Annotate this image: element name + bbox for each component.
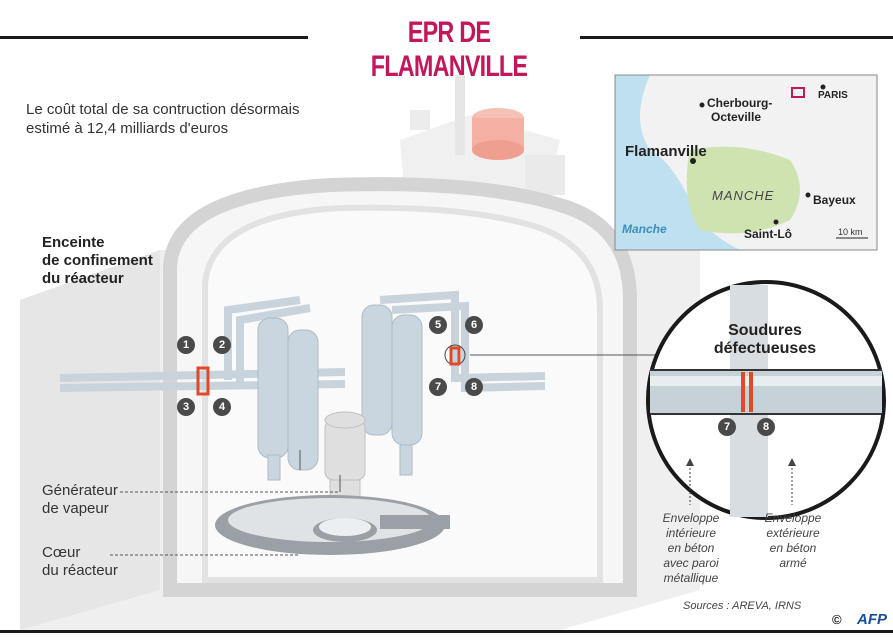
cost-note-line-2: estimé à 12,4 milliards d'euros [26,120,229,137]
map-label-sea: Manche [622,222,667,236]
map-label-paris: PARIS [818,90,848,101]
reactor-vessel [324,411,366,501]
weld-marker-7: 7 [429,378,447,396]
reactor-core-label: Cœur du réacteur [42,544,118,579]
title-rule-left [0,36,308,39]
title-rule-right [580,36,893,39]
containment-label: Enceinte de confinement du réacteur [42,234,153,287]
bottom-rule [0,630,893,633]
weld-zoom-circle [646,280,886,520]
map-scale: 10 km [838,227,863,237]
weld-marker-4: 4 [213,398,231,416]
map-label-flamanville: Flamanville [625,143,707,160]
weld-marker-5: 5 [429,316,447,334]
map-label-saint-lo: Saint-Lô [744,227,792,241]
outer-envelope-label: Enveloppe extérieure en béton armé [764,511,822,570]
zoom-marker-8: 8 [757,418,775,436]
steam-generators [257,304,423,481]
cost-note: Le coût total de sa contruction désormai… [26,100,356,138]
weld-marker-8: 8 [465,378,483,396]
copyright-symbol: © [832,612,842,627]
map-label-region: MANCHE [712,188,775,203]
weld-marker-2: 2 [213,336,231,354]
defective-welds-label: Soudures défectueuses [713,322,817,357]
weld-marker-3: 3 [177,398,195,416]
page-title: EPR DE FLAMANVILLE [370,16,528,83]
weld-right [444,344,466,366]
steam-generator-label: Générateur de vapeur [42,482,118,517]
map-label-bayeux: Bayeux [813,193,856,207]
weld-marker-1: 1 [177,336,195,354]
sources-note: Sources : AREVA, IRNS [683,600,802,612]
weld-marker-6: 6 [465,316,483,334]
zoom-marker-7: 7 [718,418,736,436]
location-map [614,74,878,251]
inner-envelope-label: Enveloppe intérieure en béton avec paroi… [662,511,720,585]
afp-logo: AFP [857,611,887,628]
weld-left [196,366,210,396]
cost-note-line-1: Le coût total de sa contruction désormai… [26,101,300,118]
map-label-cherbourg: Cherbourg- Octeville [707,96,773,124]
